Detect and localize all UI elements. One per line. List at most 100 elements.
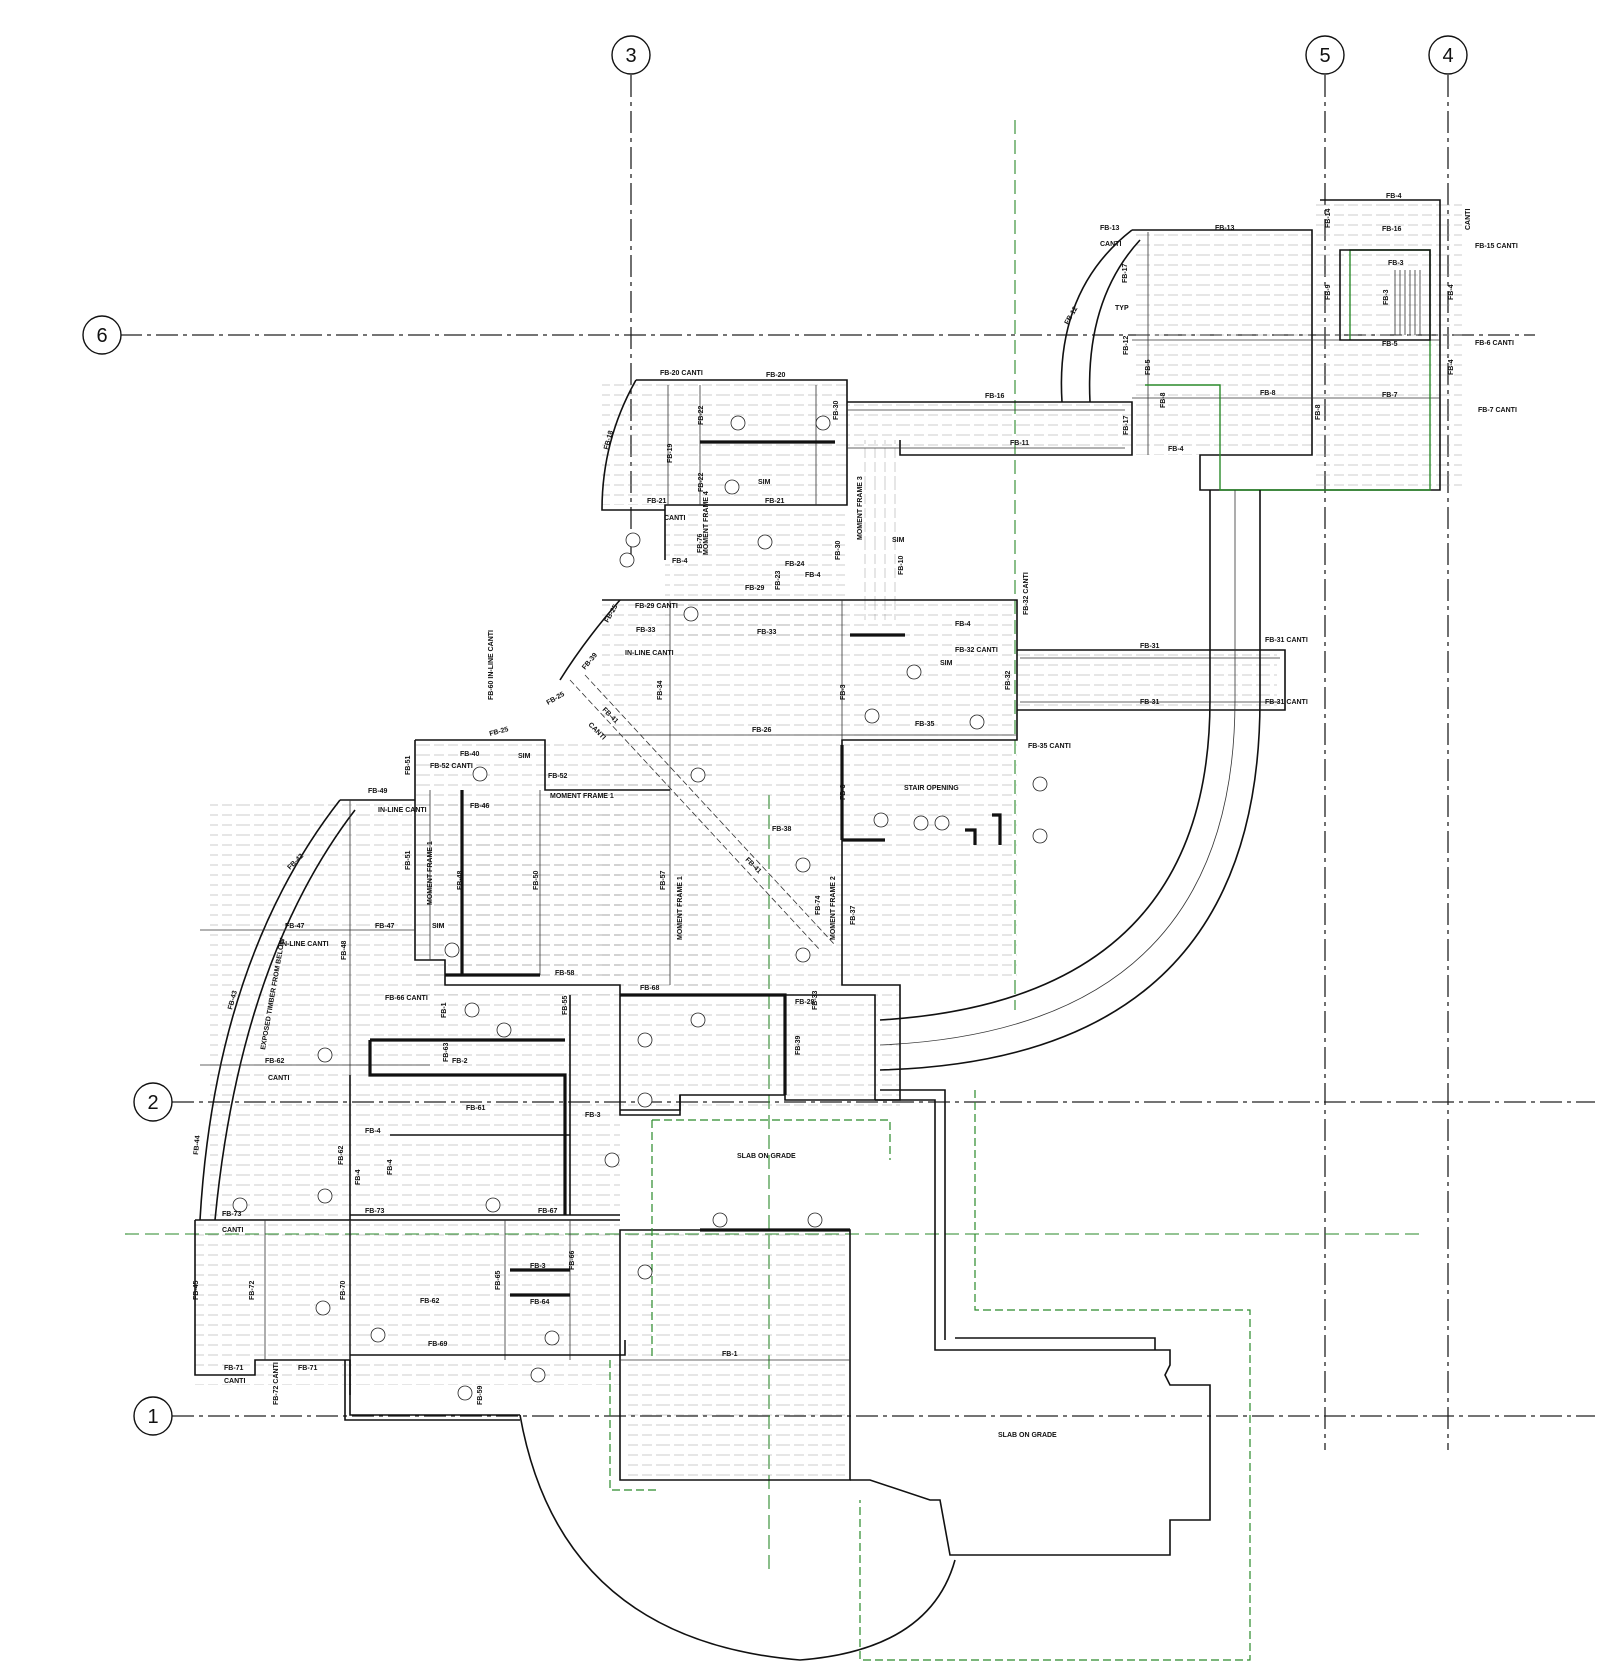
label: FB-72 [249,1280,256,1300]
label: FB-64 [530,1299,550,1306]
label: FB-47 [375,923,395,930]
label: FB-4 [1448,284,1455,300]
label: FB-66 CANTI [385,995,428,1002]
label: FB-61 [466,1105,486,1112]
label: FB-3 [840,784,847,800]
label: FB-2 [452,1058,468,1065]
label: CANTI [268,1075,289,1082]
label: FB-65 [495,1270,502,1290]
label: CANTI [1100,241,1121,248]
label: CANTI [224,1378,245,1385]
label: FB-20 [766,372,786,379]
label: FB-71 [298,1365,318,1372]
label: SIM [758,479,771,486]
label: SLAB ON GRADE [737,1153,796,1160]
label: FB-33 [757,629,777,636]
framing-labels: FB-20 CANTI FB-20 FB-18 FB-19 FB-22 FB-2… [193,193,1518,1439]
label: FB-13 [1215,225,1235,232]
label: MOMENT FRAME 1 [550,793,614,800]
label: MOMENT FRAME 1 [677,876,684,940]
label: FB-50 [533,870,540,890]
label: FB-9 [1325,284,1332,300]
label: CANTI [664,515,685,522]
label: FB-62 [420,1298,440,1305]
label: FB-66 [569,1250,576,1270]
label: FB-49 [368,788,388,795]
label: FB-43 [227,990,239,1011]
svg-text:6: 6 [96,325,107,347]
label: FB-25 [546,691,566,707]
building-outline [194,199,1441,1661]
label: FB-4 [355,1169,362,1185]
label: FB-57 [660,870,667,890]
label: FB-29 CANTI [635,603,678,610]
label: FB-17 [1122,263,1129,283]
label: FB-63 [443,1042,450,1062]
detail-tags [232,415,1048,1401]
label: FB-21 [765,498,785,505]
label: FB-8 [1160,392,1167,408]
label: FB-4 [1168,446,1184,453]
svg-text:1: 1 [147,1406,158,1428]
label: FB-22 [698,472,705,492]
label: FB-74 [815,895,822,915]
label: FB-32 [1005,670,1012,690]
label: FB-45 [193,1280,200,1300]
label: FB-69 [428,1341,448,1348]
label: MOMENT FRAME 4 [703,491,710,555]
label: SIM [940,660,953,667]
label: FB-35 CANTI [1028,743,1071,750]
label: FB-31 CANTI [1265,699,1308,706]
label: FB-4 [672,558,688,565]
label: FB-37 [850,905,857,925]
label: FB-76 [697,533,704,553]
label: FB-25 [489,726,510,738]
label: IN-LINE CANTI [378,807,427,814]
label: FB-59 [477,1385,484,1405]
label: FB-4 [1448,359,1455,375]
label: FB-24 [785,561,805,568]
grid-bubble-6: 6 [82,315,122,355]
label: FB-20 CANTI [660,370,703,377]
label: FB-4 [955,621,971,628]
label: FB-26 [752,727,772,734]
label: FB-44 [193,1135,202,1155]
label: FB-17 [1123,415,1130,435]
label: FB-22 [698,405,705,425]
label: FB-35 [915,721,935,728]
label: FB-19 [667,443,674,463]
label: FB-33 [812,990,819,1010]
svg-text:4: 4 [1442,45,1453,67]
svg-text:2: 2 [147,1092,158,1114]
label: FB-72 CANTI [273,1362,280,1405]
label: FB-23 [775,570,782,590]
label: FB-51 [405,850,412,870]
label: FB-21 [647,498,667,505]
label: FB-60 IN-LINE CANTI [488,630,495,700]
label: FB-8 [1315,404,1322,420]
label: FB-71 [224,1365,244,1372]
label: FB-34 [657,680,664,700]
label: FB-51 [405,755,412,775]
label: FB-31 [1140,643,1160,650]
label: FB-18 [603,430,615,451]
label: MOMENT FRAME 2 [830,876,837,940]
grid-bubble-5: 5 [1305,35,1345,75]
label: FB-52 [548,773,568,780]
label: MOMENT FRAME 1 [427,841,434,905]
label: FB-67 [538,1208,558,1215]
label: FB-31 [1140,699,1160,706]
label: FB-16 [1382,226,1402,233]
label: SIM [518,753,531,760]
label: FB-32 CANTI [955,647,998,654]
label: FB-40 [460,751,480,758]
label: FB-30 [833,400,840,420]
label: FB-3 [585,1112,601,1119]
label: MOMENT FRAME 3 [857,476,864,540]
label: FB-46 [470,803,490,810]
label: FB-32 CANTI [1023,572,1030,615]
grid-bubble-4: 4 [1428,35,1468,75]
label: CANTI [1465,209,1472,230]
label: FB-3 [1383,289,1390,305]
